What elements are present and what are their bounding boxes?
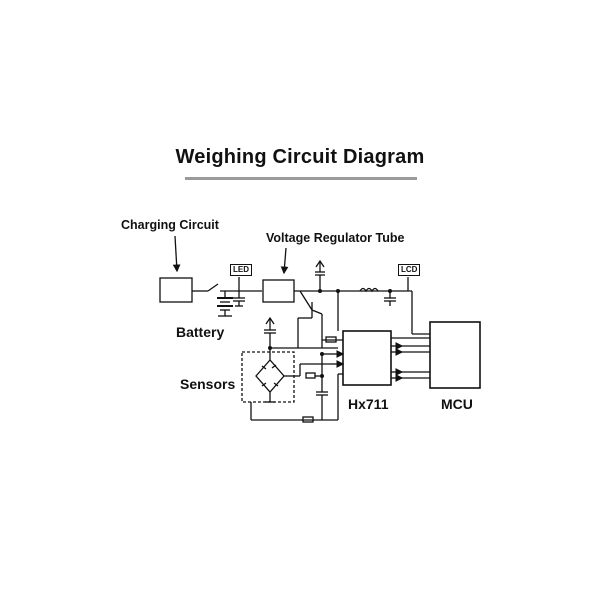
- voltage-regulator-box: [262, 279, 295, 303]
- diagram-title: Weighing Circuit Diagram: [175, 146, 425, 168]
- mcu-chip: [429, 321, 481, 389]
- hx711-chip: [342, 330, 392, 386]
- title-underline: [185, 177, 417, 180]
- tag-led: LED: [230, 264, 252, 276]
- label-voltage-regulator: Voltage Regulator Tube: [266, 231, 405, 245]
- regulator-arrow: [280, 247, 289, 275]
- label-charging-circuit: Charging Circuit: [121, 218, 219, 232]
- charging-circuit-box: [159, 277, 193, 303]
- label-mcu: MCU: [441, 396, 473, 412]
- label-battery: Battery: [176, 324, 225, 340]
- switch: [207, 283, 219, 292]
- tag-lcd: LCD: [398, 264, 421, 276]
- label-sensors: Sensors: [180, 376, 236, 392]
- charging-arrow: [172, 235, 181, 273]
- label-hx711: Hx711: [348, 396, 389, 412]
